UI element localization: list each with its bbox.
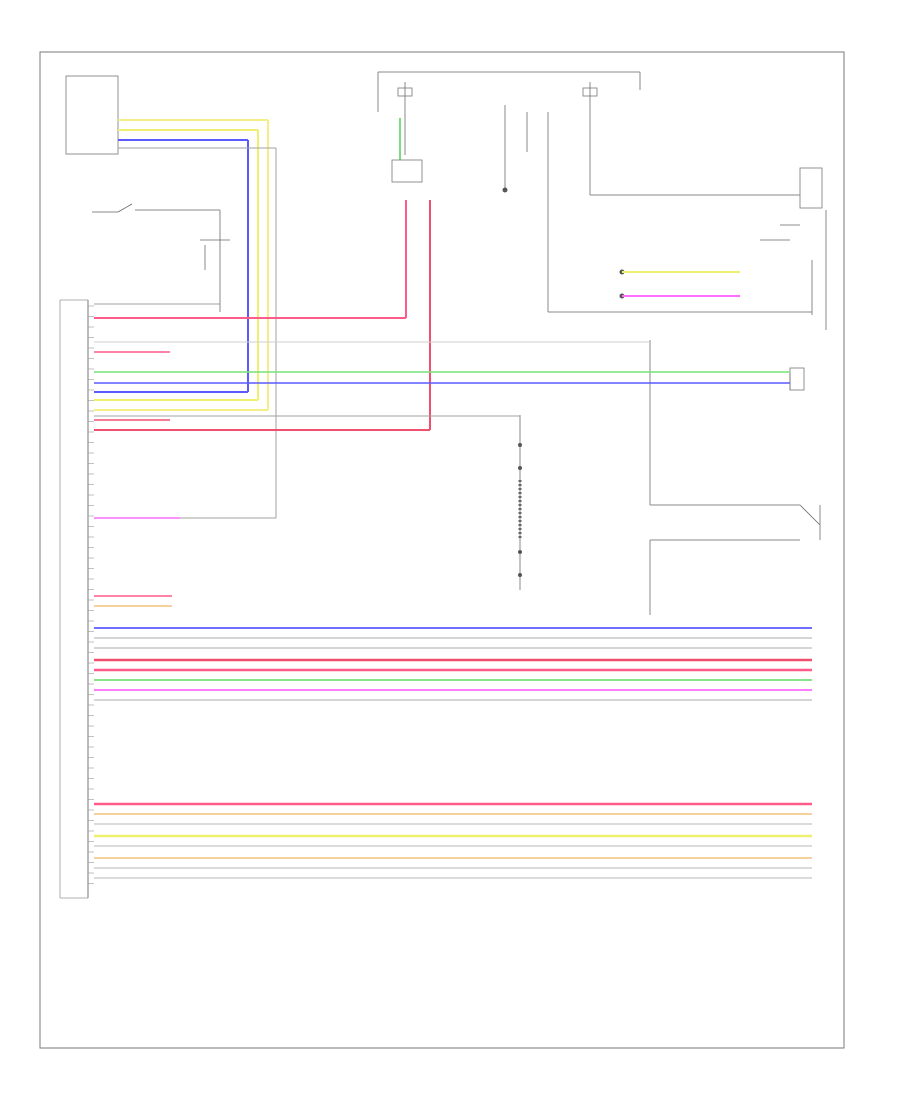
top-fuse-right — [547, 71, 800, 312]
left-upper-switch — [92, 203, 230, 312]
wire-traces — [94, 119, 812, 879]
center-sensors — [518, 415, 522, 590]
top-left-connector-box — [65, 75, 119, 155]
diagram-frame — [39, 51, 845, 1049]
right-mid-module — [789, 367, 805, 391]
ecu-pin-ticks — [88, 305, 94, 884]
right-lower-switch — [649, 340, 821, 615]
center-relay — [391, 105, 528, 193]
ecu-connector — [59, 299, 89, 899]
right-upper-module — [548, 167, 827, 330]
top-fuse-left — [377, 71, 570, 155]
